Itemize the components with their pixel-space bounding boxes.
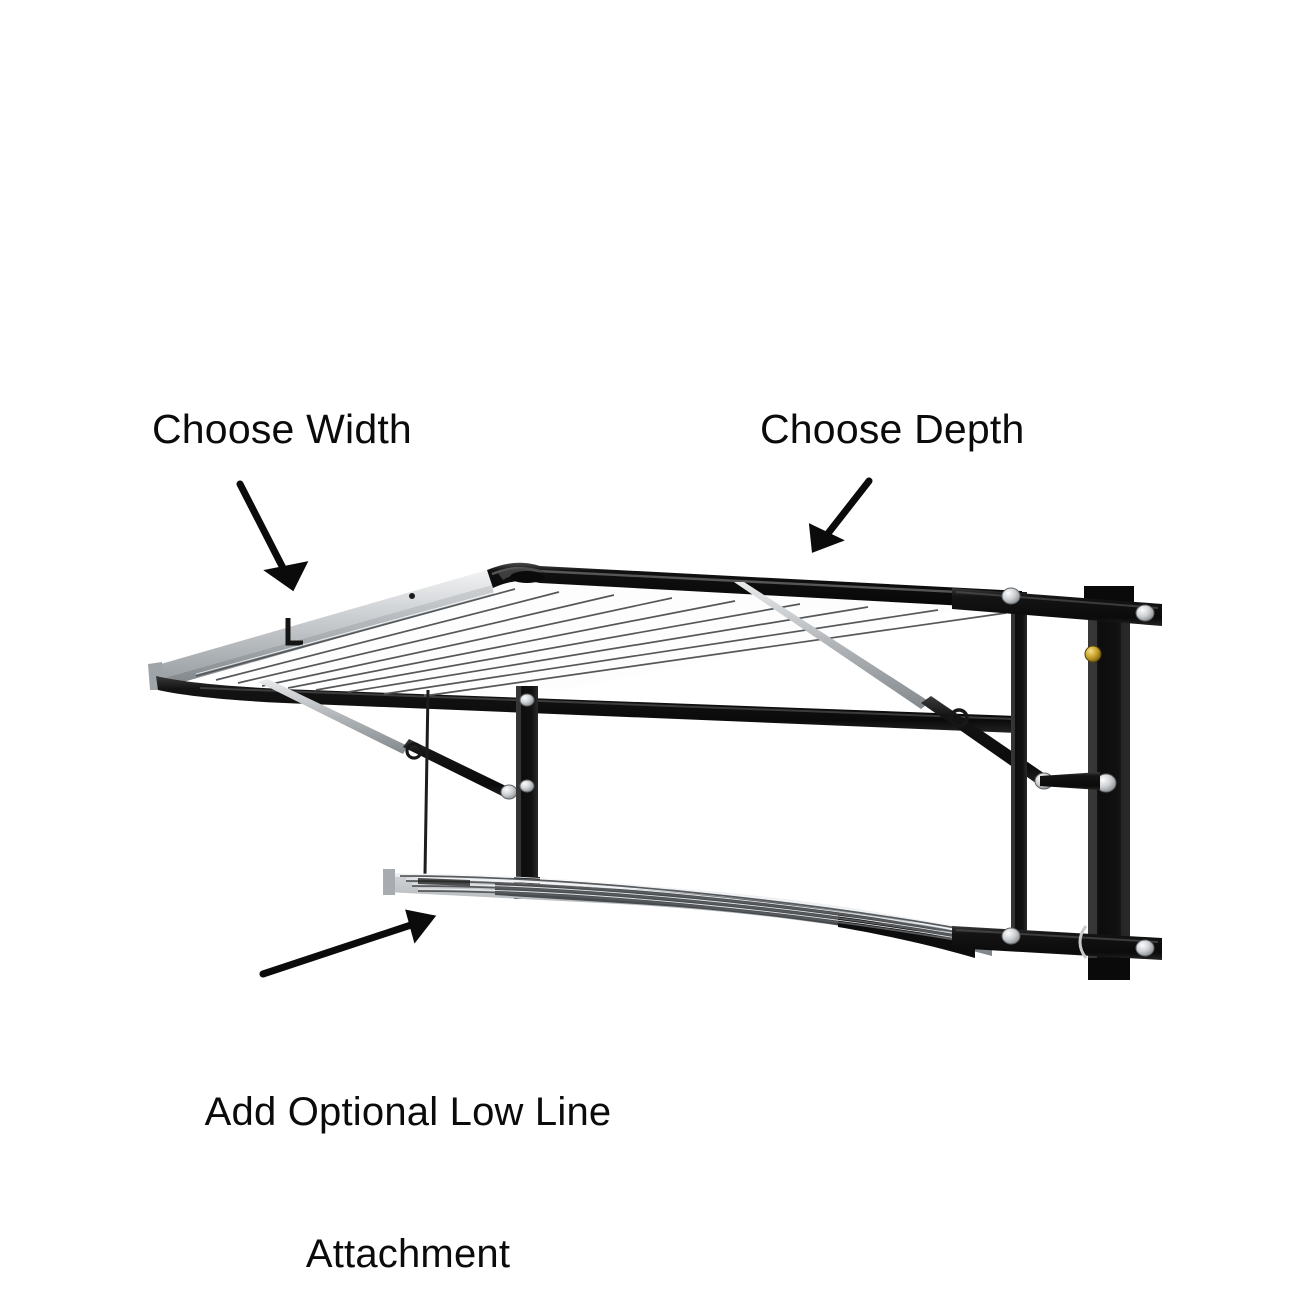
brass-screw-icon xyxy=(1084,645,1102,663)
left-strut-black-section xyxy=(403,739,512,798)
low-lines-highlight xyxy=(399,873,1019,950)
drying-deck-surface xyxy=(156,576,1018,690)
wall-mount-upright-foot xyxy=(1088,958,1130,980)
lower-wall-bracket-arm xyxy=(952,925,1162,980)
top-drying-frame xyxy=(148,562,1022,733)
rail-corner-bracket xyxy=(285,618,303,646)
right-strut-black-section xyxy=(921,696,1048,786)
annotation-label-low-line-attachment: Add Optional Low Line Attachment xyxy=(178,995,638,1300)
front-left-post-top-bolt xyxy=(519,693,535,707)
upper-wall-bracket-arm-highlight xyxy=(955,591,1159,609)
low-line-label-line-1: Add Optional Low Line xyxy=(204,1090,612,1135)
front-top-bar-highlight xyxy=(199,687,1015,720)
lower-bracket-wire-clip xyxy=(1078,925,1088,959)
front-left-post-mid-bolt xyxy=(519,779,535,793)
right-strut-silver-section xyxy=(734,582,930,709)
left-strut-silver-section xyxy=(258,679,408,754)
low-line-rail-black-end xyxy=(838,915,975,958)
low-line-front-rail xyxy=(386,876,992,956)
front-top-bar xyxy=(156,676,1018,733)
back-corner-knuckle xyxy=(510,571,544,583)
back-corner-elbow xyxy=(498,567,548,580)
upper-wall-bracket-arm xyxy=(952,587,1162,626)
wall-mount-upright-cap xyxy=(1084,586,1134,602)
wall-mount-upright-right-shade xyxy=(1121,596,1130,974)
lower-wall-bracket-arm-highlight xyxy=(955,929,1159,943)
clothes-lines-highlight xyxy=(195,586,1007,695)
upper-bracket-outer-bolt xyxy=(1135,604,1155,622)
left-diagonal-support-strut xyxy=(258,679,518,800)
clothes-lines xyxy=(195,588,1007,697)
hanger-wire xyxy=(423,689,430,875)
rail-rivet xyxy=(409,593,415,599)
low-line-attachment xyxy=(383,869,1019,958)
wall-mount-rear-rail-highlight xyxy=(1011,592,1015,944)
left-strut-eyelet xyxy=(405,742,423,760)
front-left-post-highlight xyxy=(516,686,521,896)
left-strut-bolt xyxy=(500,784,518,800)
right-strut-eyelet xyxy=(949,708,969,728)
front-left-post xyxy=(514,686,540,899)
wall-mount-rear-rail xyxy=(1011,592,1027,944)
lower-bracket-inner-bolt xyxy=(1001,927,1021,945)
annotation-label-choose-depth: Choose Depth xyxy=(760,406,1025,452)
strut-to-upright-link xyxy=(1040,772,1100,790)
low-line-left-end-cap xyxy=(383,869,395,895)
annotation-label-choose-width: Choose Width xyxy=(152,406,412,452)
upper-bracket-inner-bolt xyxy=(1001,587,1021,605)
low-line-label-line-2: Attachment xyxy=(305,1231,511,1276)
low-line-clip xyxy=(418,878,470,886)
lower-bracket-outer-bolt xyxy=(1135,939,1155,957)
back-left-rail-top xyxy=(154,570,492,679)
low-lines xyxy=(399,875,1019,952)
